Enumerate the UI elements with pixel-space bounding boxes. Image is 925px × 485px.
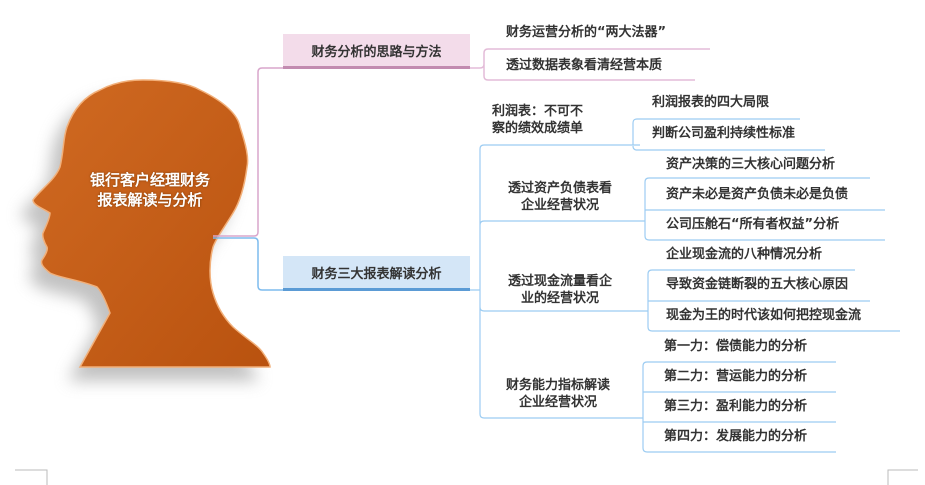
leaf-topic[interactable]: 第二力：营运能力的分析 xyxy=(664,369,808,384)
leaf-topic[interactable]: 现金为王的时代该如何把控现金流 xyxy=(666,308,862,323)
subtopic-line: 业的经营状况 xyxy=(520,291,599,306)
branch-finance-analysis-methods[interactable]: 财务分析的思路与方法 xyxy=(283,34,470,69)
subtopic-cash-flow[interactable]: 透过现金流量看企业的经营状况 xyxy=(490,273,630,307)
root-topic[interactable]: 银行客户经理财务 报表解读与分析 xyxy=(60,170,240,210)
subtopic-balance-sheet[interactable]: 透过资产负债表看企业经营状况 xyxy=(490,180,630,214)
leaf-topic[interactable]: 第一力：偿债能力的分析 xyxy=(664,339,808,354)
page-corner-marks xyxy=(15,469,918,485)
subtopic-financial-ability[interactable]: 财务能力指标解读企业经营状况 xyxy=(488,377,628,411)
branch-three-statements[interactable]: 财务三大报表解读分析 xyxy=(283,256,470,291)
subtopic-income-statement[interactable]: 利润表：不可不察的绩效成绩单 xyxy=(492,103,632,137)
subtopic-line: 财务能力指标解读 xyxy=(505,378,610,393)
head-shape xyxy=(21,79,271,381)
topic-see-through-data[interactable]: 透过数据表象看清经营本质 xyxy=(506,58,663,73)
leaf-topic[interactable]: 第四力：发展能力的分析 xyxy=(664,429,808,444)
subtopic-line: 企业经营状况 xyxy=(520,198,599,213)
branch-label: 财务三大报表解读分析 xyxy=(311,266,442,282)
topic-two-tools[interactable]: 财务运营分析的“两大法器” xyxy=(506,25,667,40)
subtopic-line: 企业经营状况 xyxy=(518,395,597,410)
root-line-1: 银行客户经理财务 xyxy=(89,171,210,189)
leaf-topic[interactable]: 企业现金流的八种情况分析 xyxy=(666,247,823,262)
leaf-topic[interactable]: 判断公司盈利持续性标准 xyxy=(652,126,796,141)
subtopic-line: 透过现金流量看企 xyxy=(507,274,612,289)
branch-label: 财务分析的思路与方法 xyxy=(311,44,442,60)
leaf-topic[interactable]: 利润报表的四大局限 xyxy=(652,95,770,110)
leaf-topic[interactable]: 导致资金链断裂的五大核心原因 xyxy=(666,277,849,292)
subtopic-line: 透过资产负债表看 xyxy=(507,181,612,196)
leaf-topic[interactable]: 第三力：盈利能力的分析 xyxy=(664,399,808,414)
subtopic-line: 察的绩效成绩单 xyxy=(492,121,584,136)
leaf-topic[interactable]: 资产决策的三大核心问题分析 xyxy=(666,157,836,172)
leaf-topic[interactable]: 公司压舱石“所有者权益”分析 xyxy=(666,217,840,232)
leaf-topic[interactable]: 资产未必是资产负债未必是负债 xyxy=(666,187,849,202)
subtopic-line: 利润表：不可不 xyxy=(492,104,584,119)
root-line-2: 报表解读与分析 xyxy=(97,191,203,209)
